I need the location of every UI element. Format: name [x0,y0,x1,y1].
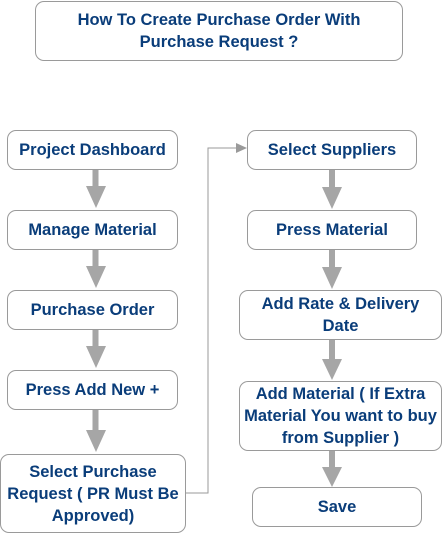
connector-purchase-request-to-select-suppliers [186,143,247,494]
step-purchase-order: Purchase Order [7,290,178,330]
arrow-select-suppliers-to-press-material [322,170,342,209]
step-project-dashboard: Project Dashboard [7,130,178,170]
diagram-title: How To Create Purchase Order With Purcha… [35,1,403,61]
step-manage-material: Manage Material [7,210,178,250]
arrow-manage-material-to-purchase-order [86,250,106,288]
arrow-press-add-new-to-select-purchase-request [86,410,106,452]
step-save: Save [252,487,422,527]
arrow-add-rate-to-add-material [322,340,342,380]
arrow-project-dashboard-to-manage-material [86,170,106,208]
arrow-purchase-order-to-press-add-new [86,330,106,368]
arrow-add-material-to-save [322,451,342,487]
step-add-material: Add Material ( If Extra Material You wan… [239,381,442,451]
step-add-rate-delivery-date: Add Rate & Delivery Date [239,290,442,340]
step-press-material: Press Material [247,210,417,250]
arrow-press-material-to-add-rate [322,250,342,289]
step-select-purchase-request: Select Purchase Request ( PR Must Be App… [0,454,186,533]
step-select-suppliers: Select Suppliers [247,130,417,170]
step-press-add-new: Press Add New + [7,370,178,410]
